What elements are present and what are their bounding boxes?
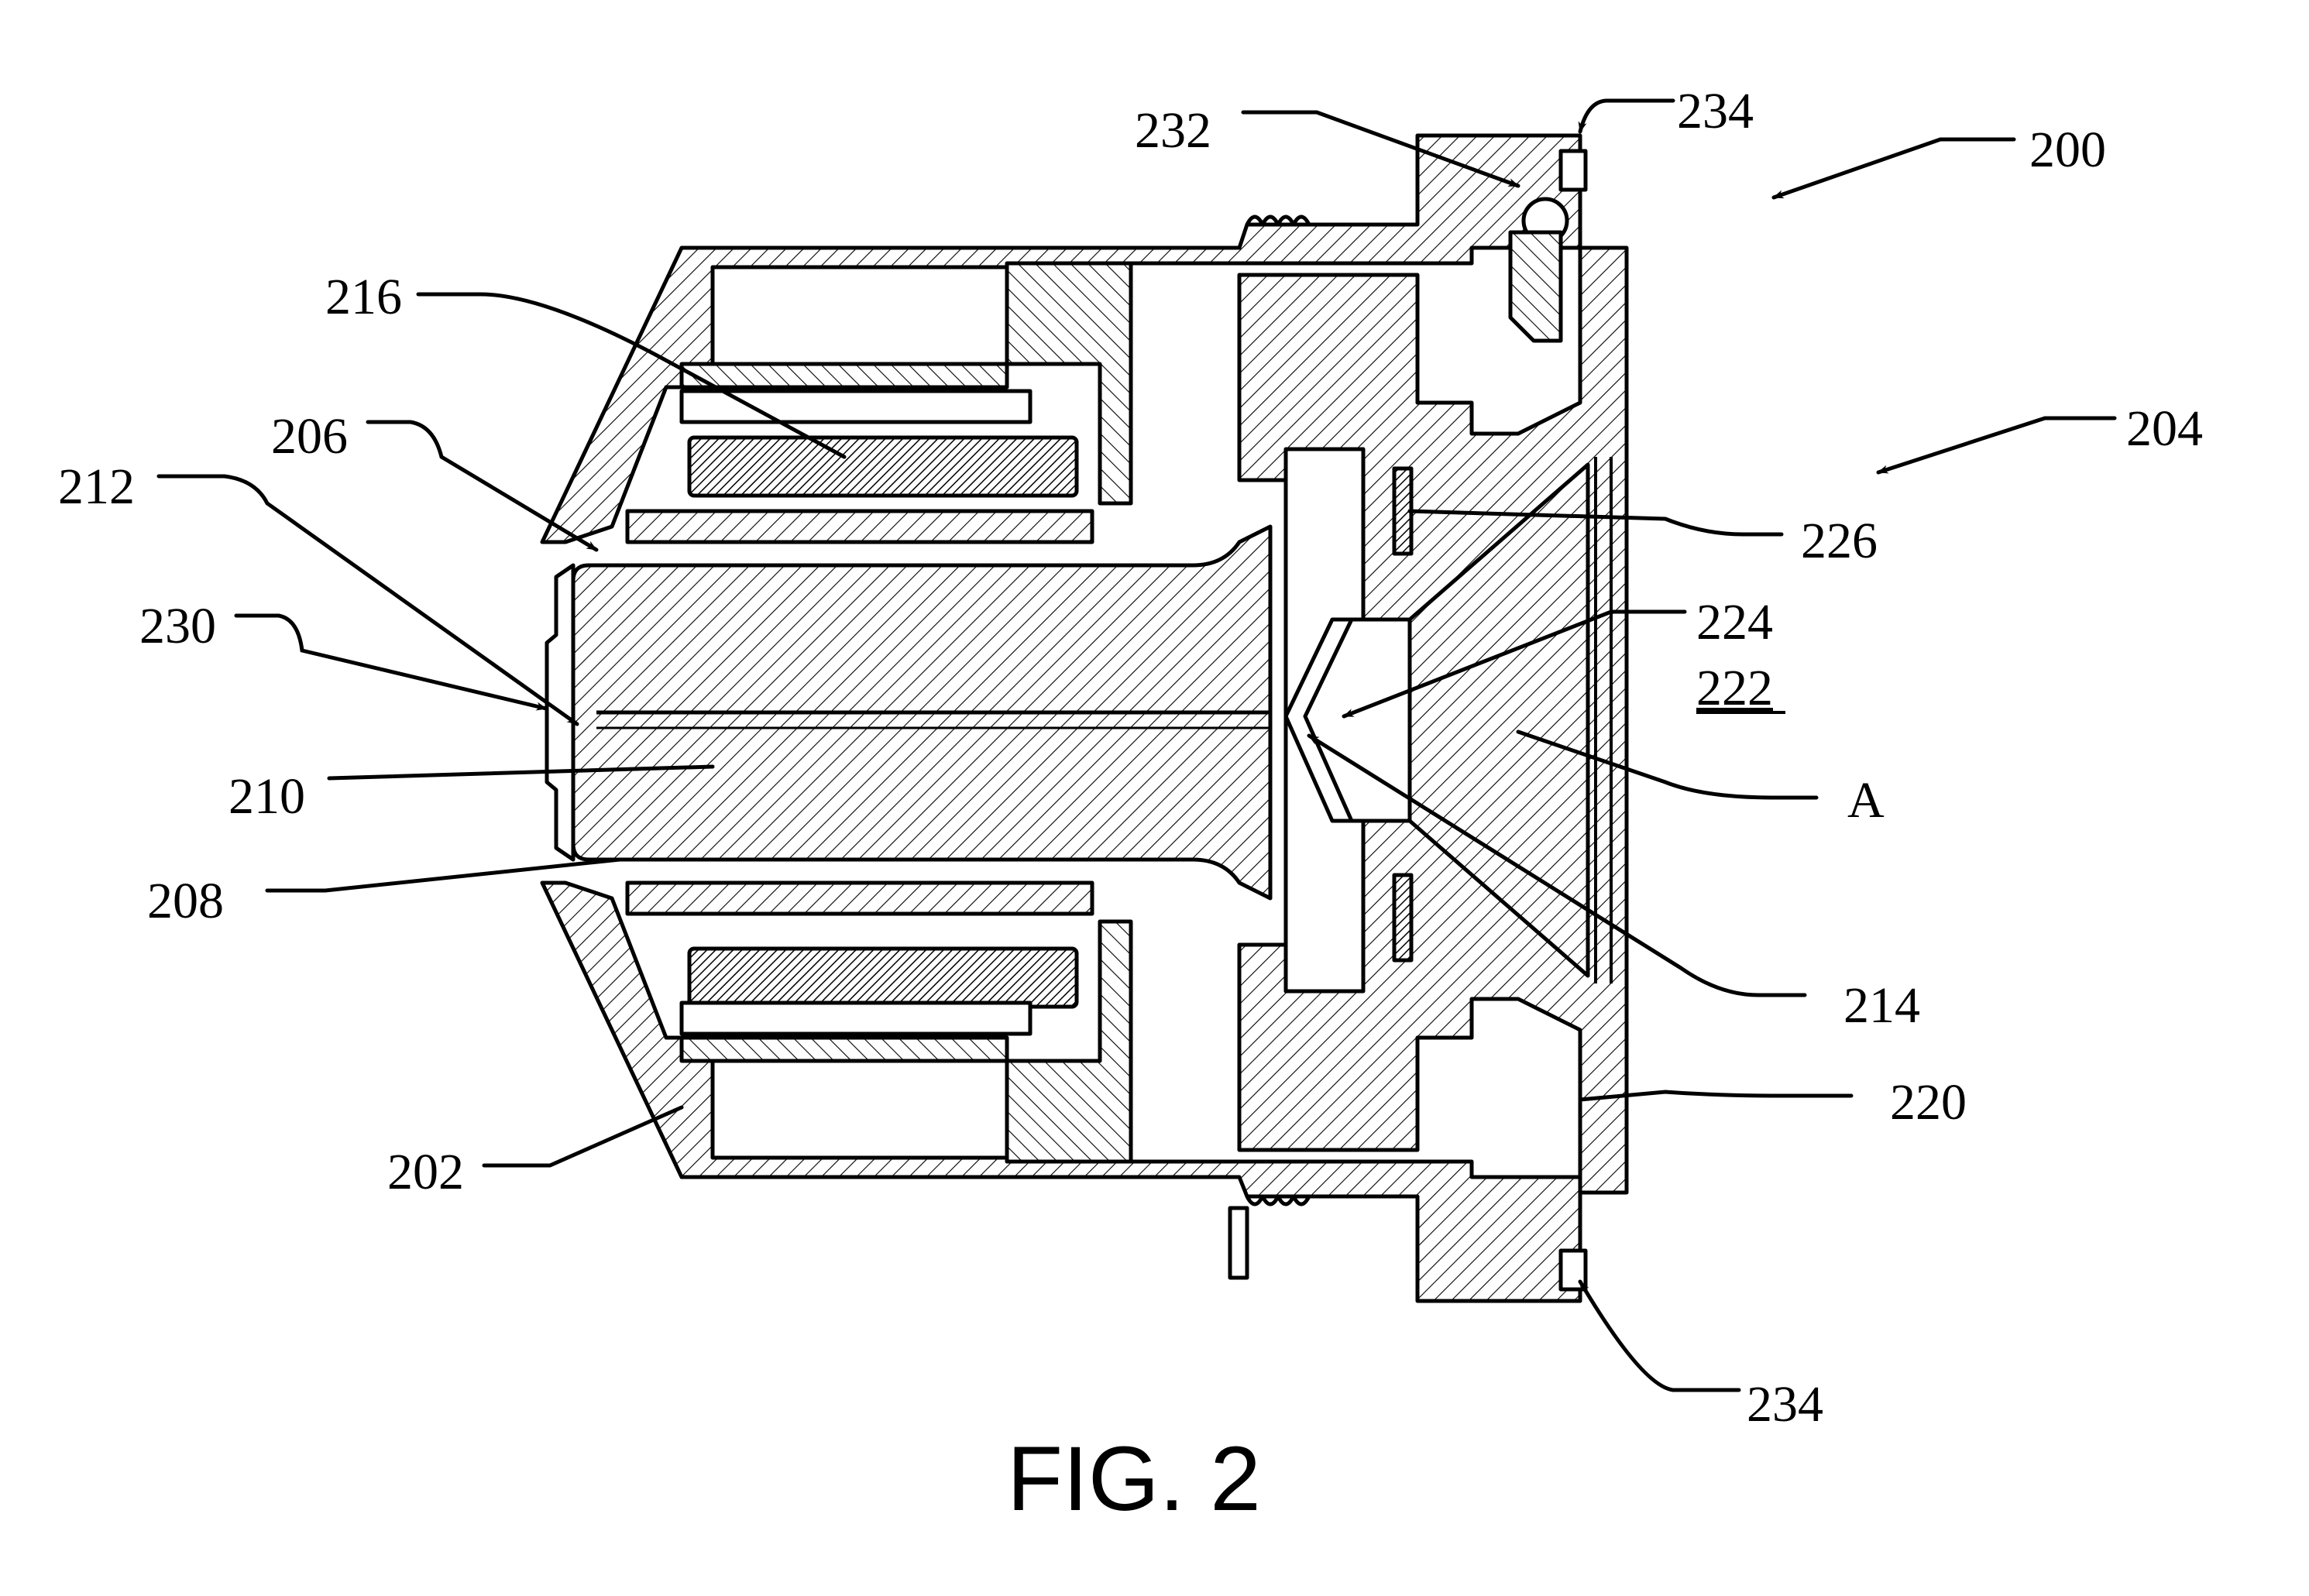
label-222: 222 xyxy=(1696,660,1773,716)
label-234-bottom: 234 xyxy=(1747,1376,1823,1433)
label-208: 208 xyxy=(147,873,224,929)
label-212: 212 xyxy=(58,458,135,515)
o-ring-seals xyxy=(1558,149,1588,1292)
reference-labels: 200 204 232 234 216 206 212 230 210 208 … xyxy=(58,83,2203,1433)
coil-winding xyxy=(679,389,1079,1036)
label-214: 214 xyxy=(1843,977,1920,1034)
label-200: 200 xyxy=(2029,122,2106,178)
label-A: A xyxy=(1847,772,1885,829)
label-224: 224 xyxy=(1696,594,1773,650)
label-206: 206 xyxy=(271,408,348,465)
leader-lines xyxy=(156,98,2117,1392)
figure-caption: FIG. 2 xyxy=(1007,1428,1261,1530)
label-216: 216 xyxy=(325,269,402,325)
label-234-top: 234 xyxy=(1677,83,1754,139)
label-220: 220 xyxy=(1890,1074,1967,1131)
valve-body xyxy=(1237,197,1629,1195)
plunger xyxy=(545,509,1273,916)
actuator-housing xyxy=(540,133,1582,1303)
label-204: 204 xyxy=(2126,400,2203,457)
label-202: 202 xyxy=(387,1144,464,1200)
label-210: 210 xyxy=(228,768,305,825)
label-232: 232 xyxy=(1135,102,1211,159)
label-230: 230 xyxy=(139,598,216,654)
label-226: 226 xyxy=(1801,513,1878,569)
